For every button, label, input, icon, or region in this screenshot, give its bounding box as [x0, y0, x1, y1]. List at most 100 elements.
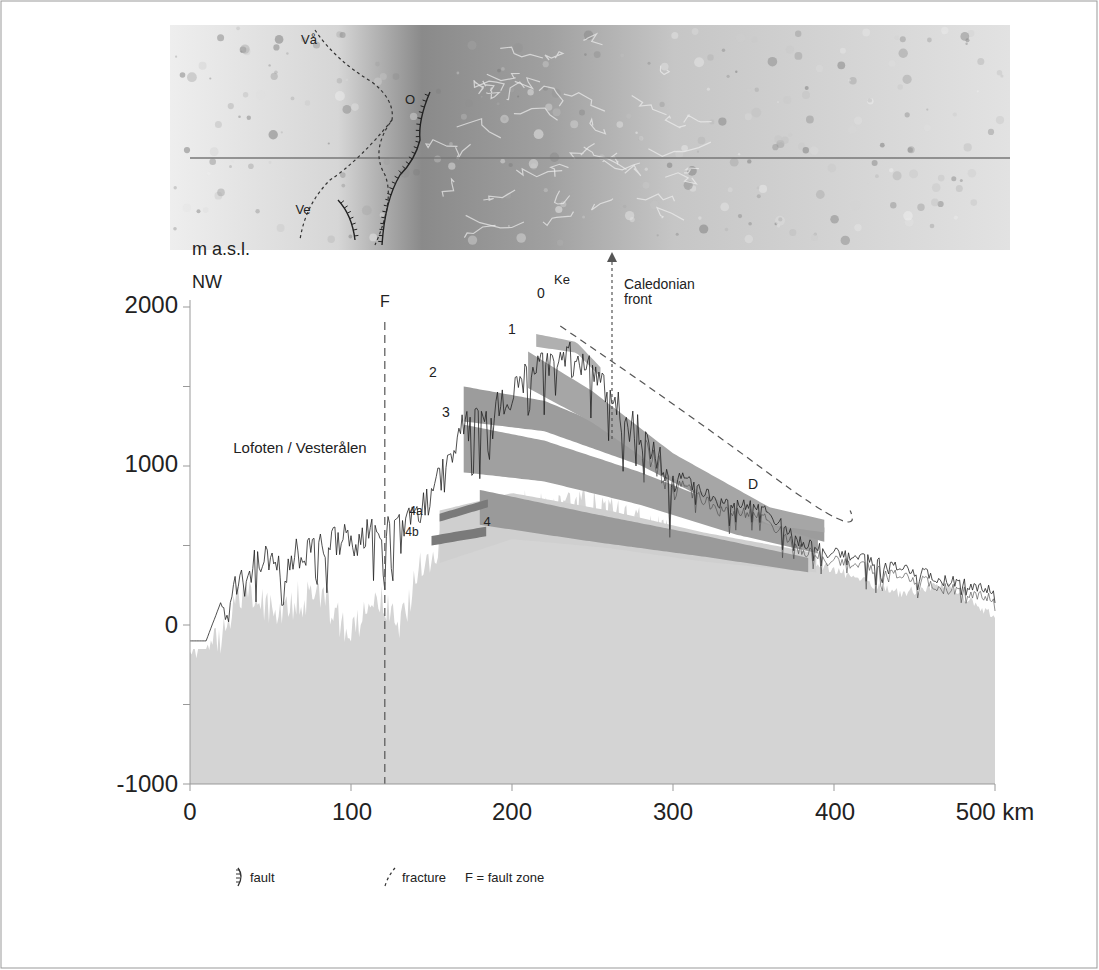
fault-tick	[395, 176, 399, 178]
relief-texture	[730, 158, 739, 167]
relief-texture	[862, 29, 870, 37]
valley-line	[665, 173, 696, 184]
relief-texture	[369, 234, 377, 242]
tick	[183, 784, 190, 785]
relief-texture	[727, 75, 730, 78]
relief-texture	[380, 213, 385, 218]
relief-texture	[255, 209, 259, 213]
relief-texture	[247, 116, 251, 120]
fault-tick	[384, 205, 388, 206]
surface-number: 4	[483, 515, 490, 529]
relief-texture	[956, 185, 963, 192]
relief-texture	[854, 224, 861, 231]
relief-texture	[374, 78, 382, 86]
fault-tick	[416, 124, 420, 126]
relief-map	[170, 25, 1010, 250]
relief-texture	[544, 188, 548, 192]
relief-texture	[516, 233, 526, 243]
relief-texture	[694, 57, 704, 67]
valley-line	[583, 34, 602, 45]
fault-tick	[381, 217, 385, 219]
relief-texture	[617, 121, 624, 128]
relief-texture	[217, 34, 224, 41]
relief-texture	[903, 211, 913, 221]
relief-texture	[738, 153, 740, 155]
relief-texture	[557, 240, 563, 246]
valley-line	[660, 66, 669, 75]
legend-fault-symbol	[238, 868, 241, 886]
axis-number: 400	[815, 799, 855, 825]
relief-texture	[728, 187, 733, 192]
relief-texture	[789, 229, 796, 236]
relief-texture	[805, 86, 809, 90]
relief-texture	[481, 96, 483, 98]
relief-texture	[527, 89, 533, 95]
fault-tick	[380, 229, 384, 231]
relief-texture	[579, 109, 585, 115]
fault-tick	[344, 206, 347, 208]
relief-texture	[500, 115, 509, 124]
profile	[190, 252, 995, 784]
relief-texture	[942, 31, 946, 35]
fault-tick	[421, 106, 425, 107]
relief-texture	[657, 234, 659, 236]
relief-texture	[291, 97, 295, 101]
relief-texture	[930, 224, 935, 229]
fracture-line	[315, 30, 392, 245]
relief-texture	[783, 96, 791, 104]
relief-texture	[828, 164, 837, 173]
relief-texture	[736, 33, 746, 43]
fault-tick	[387, 193, 391, 194]
front-arrow	[611, 262, 612, 440]
relief-texture	[941, 27, 948, 34]
fault-tick	[418, 117, 422, 119]
relief-texture	[346, 79, 349, 82]
fault-tick	[341, 201, 344, 204]
valley-line	[474, 81, 483, 94]
valley-line	[564, 93, 605, 111]
relief-texture	[788, 133, 792, 137]
tick	[183, 545, 190, 546]
relief-texture	[722, 49, 725, 52]
tick	[834, 784, 835, 791]
relief-texture	[243, 92, 248, 97]
relief-texture	[340, 172, 346, 178]
fracture-line	[300, 120, 392, 240]
valley-line	[657, 208, 684, 220]
fault-tick	[409, 157, 413, 159]
surface-dashed	[560, 326, 852, 522]
valley-line	[543, 212, 574, 226]
relief-texture	[229, 165, 232, 168]
relief-texture	[908, 146, 915, 153]
fault-tick	[416, 130, 420, 131]
axis-title: m a.s.l.	[192, 240, 250, 260]
relief-texture	[816, 65, 823, 72]
relief-texture	[269, 161, 272, 164]
relief-texture	[676, 233, 679, 236]
relief-texture	[752, 37, 758, 43]
fault-tick	[353, 229, 357, 231]
topography-line	[642, 440, 995, 611]
relief-texture	[173, 227, 177, 231]
valley-line	[590, 119, 606, 134]
relief-texture	[436, 89, 441, 94]
relief-texture	[909, 170, 918, 179]
valley-line	[456, 144, 471, 158]
fault-tick	[392, 182, 396, 184]
relief-texture	[328, 142, 330, 144]
fault-tick	[419, 112, 423, 113]
relief-texture	[848, 79, 850, 81]
valley-line	[648, 142, 711, 156]
surface-number: 4b	[405, 526, 418, 539]
legend-text: fracture	[402, 871, 446, 885]
relief-texture	[639, 136, 644, 141]
tick	[183, 466, 190, 467]
valley-line	[483, 190, 515, 200]
axis-number: 2000	[125, 292, 178, 318]
relief-texture	[362, 206, 372, 216]
map-label: O	[405, 93, 415, 107]
fault-tick	[350, 217, 354, 219]
relief-texture	[854, 116, 862, 124]
map-label: Ve	[295, 203, 310, 217]
relief-texture	[626, 114, 631, 119]
